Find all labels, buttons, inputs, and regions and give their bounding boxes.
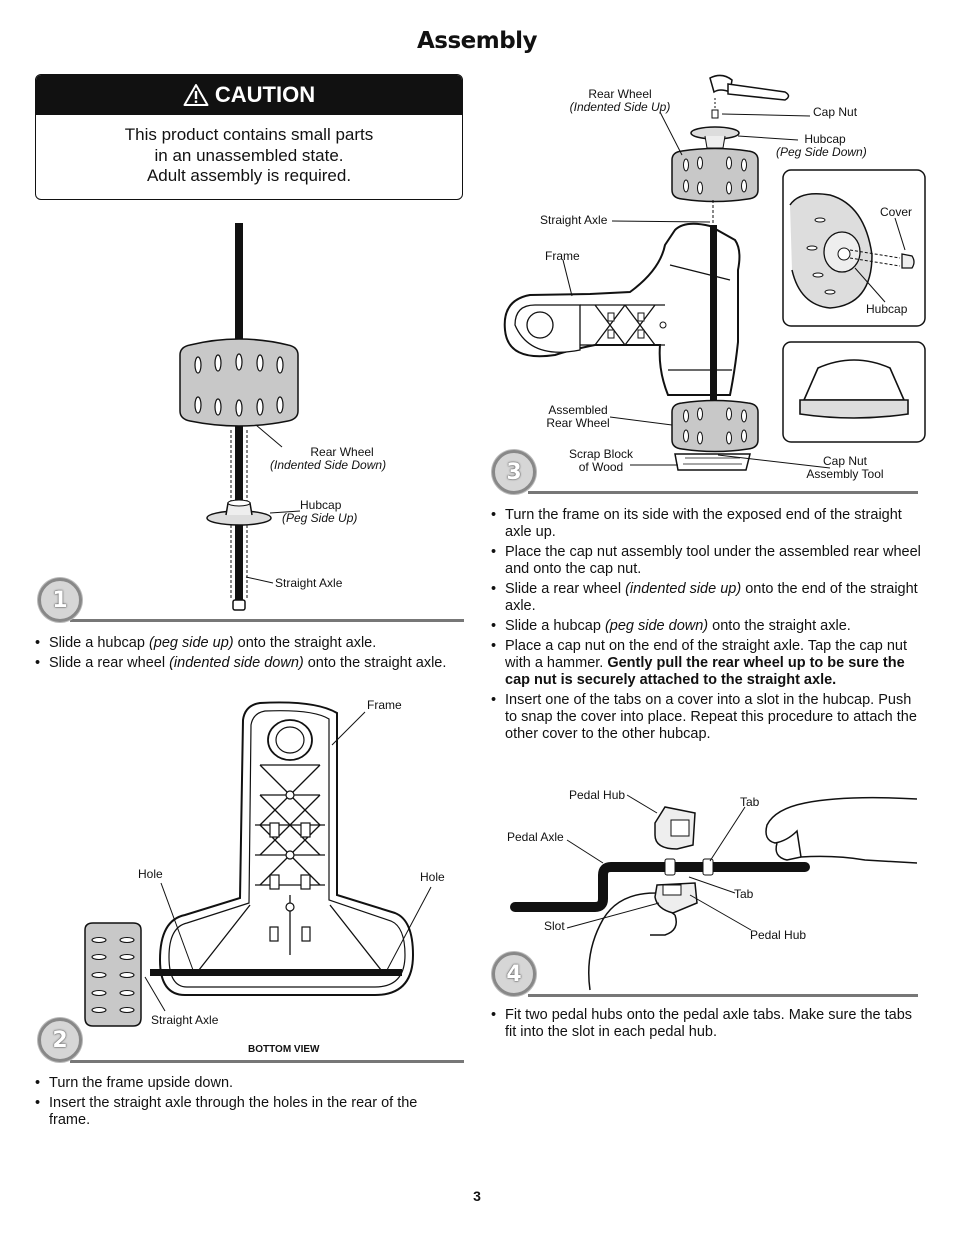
label-hole-left: Hole xyxy=(138,867,163,881)
instruction: Place the cap nut assembly tool under th… xyxy=(491,544,921,578)
label-text: Scrap Block xyxy=(568,447,634,461)
step4-rule xyxy=(528,994,918,997)
caution-line: This product contains small parts xyxy=(124,125,374,144)
label-scrap-block: Scrap Block of Wood xyxy=(562,448,640,474)
label-slot: Slot xyxy=(544,919,565,933)
label-assembled-rear-wheel: Assembled Rear Wheel xyxy=(540,404,616,430)
label-straight-axle: Straight Axle xyxy=(151,1013,219,1027)
instruction: Place a cap nut on the end of the straig… xyxy=(491,638,921,689)
step4-badge: 4 xyxy=(492,952,536,996)
label-note: (Peg Side Down) xyxy=(776,145,867,159)
caution-text: This product contains small parts in an … xyxy=(36,115,462,187)
label-hubcap: Hubcap (Peg Side Down) xyxy=(776,133,874,159)
label-rear-wheel: Rear Wheel (Indented Side Up) xyxy=(565,88,675,114)
caution-line: in an unassembled state. xyxy=(154,145,344,165)
label-frame: Frame xyxy=(367,698,402,712)
step1-badge: 1 xyxy=(38,578,82,622)
label-text: Rear Wheel xyxy=(546,416,610,430)
instruction: Fit two pedal hubs onto the pedal axle t… xyxy=(491,1007,921,1041)
instruction: Turn the frame upside down. xyxy=(35,1075,445,1092)
caution-header: CAUTION xyxy=(36,75,462,115)
step2-instructions: Turn the frame upside down. Insert the s… xyxy=(35,1075,445,1132)
step3-badge: 3 xyxy=(492,450,536,494)
label-text: Assembled xyxy=(548,403,608,417)
label-pedal-hub-top: Pedal Hub xyxy=(569,788,626,802)
warning-triangle-icon xyxy=(183,84,209,106)
instruction: Slide a hubcap (peg side up) onto the st… xyxy=(35,635,455,652)
hammer-icon xyxy=(709,74,790,101)
label-tab-bottom: Tab xyxy=(734,887,754,901)
label-pedal-axle: Pedal Axle xyxy=(507,830,564,844)
label-note: (Peg Side Up) xyxy=(282,511,358,525)
label-frame: Frame xyxy=(545,249,580,263)
label-note: (Indented Side Down) xyxy=(270,458,387,472)
caution-heading: CAUTION xyxy=(214,82,316,107)
page-number: 3 xyxy=(473,1188,481,1204)
instruction: Slide a rear wheel (indented side up) on… xyxy=(491,581,921,615)
label-text: of Wood xyxy=(578,460,624,474)
caution-line: Adult assembly is required. xyxy=(146,166,352,185)
step4-illustration xyxy=(510,794,918,991)
label-straight-axle: Straight Axle xyxy=(275,576,343,590)
label-text: Hubcap xyxy=(300,498,342,512)
step3-illustration xyxy=(503,74,926,471)
step3-instructions: Turn the frame on its side with the expo… xyxy=(491,507,921,746)
label-cap-nut-tool: Cap Nut Assembly Tool xyxy=(800,455,890,481)
step1-instructions: Slide a hubcap (peg side up) onto the st… xyxy=(35,635,455,675)
label-hole-right: Hole xyxy=(420,870,445,884)
label-note: (Indented Side Up) xyxy=(569,100,671,114)
instruction: Slide a rear wheel (indented side down) … xyxy=(35,655,455,672)
label-hubcap-detail: Hubcap xyxy=(866,302,908,316)
step2-rule xyxy=(70,1060,464,1063)
label-hubcap: Hubcap (Peg Side Up) xyxy=(282,498,357,525)
page-title: Assembly xyxy=(416,28,538,54)
step2-badge: 2 xyxy=(38,1018,82,1062)
step1-illustration xyxy=(179,223,301,611)
step3-rule xyxy=(528,491,918,494)
label-pedal-hub-bottom: Pedal Hub xyxy=(750,928,807,942)
step2-illustration xyxy=(84,701,432,1027)
label-rear-wheel: Rear Wheel (Indented Side Down) xyxy=(270,445,386,472)
label-text: Assembly Tool xyxy=(806,467,884,481)
instruction: Insert one of the tabs on a cover into a… xyxy=(491,692,921,743)
step4-instructions: Fit two pedal hubs onto the pedal axle t… xyxy=(491,1007,921,1044)
label-cap-nut: Cap Nut xyxy=(813,105,858,119)
caution-box: CAUTION This product contains small part… xyxy=(35,74,463,200)
label-bottom-view: BOTTOM VIEW xyxy=(248,1044,320,1055)
step1-rule xyxy=(70,619,464,622)
label-tab-top: Tab xyxy=(740,795,760,809)
label-text: Rear Wheel xyxy=(588,87,652,101)
instruction: Insert the straight axle through the hol… xyxy=(35,1095,445,1129)
label-cover: Cover xyxy=(880,205,913,219)
instruction: Turn the frame on its side with the expo… xyxy=(491,507,921,541)
label-text: Cap Nut xyxy=(822,454,868,468)
label-straight-axle: Straight Axle xyxy=(540,213,608,227)
instruction: Slide a hubcap (peg side down) onto the … xyxy=(491,618,921,635)
label-text: Hubcap xyxy=(804,132,846,146)
label-text: Rear Wheel xyxy=(310,445,374,459)
